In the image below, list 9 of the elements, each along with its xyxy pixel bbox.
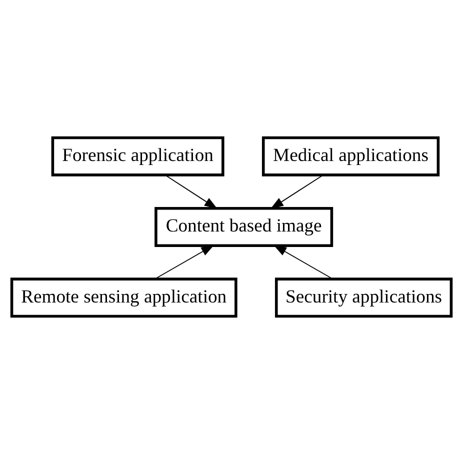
node-box: Forensic application (51, 136, 224, 176)
arrow (274, 244, 334, 279)
arrow (270, 174, 324, 208)
node-box: Remote sensing application (10, 277, 238, 318)
node-box: Security applications (274, 277, 453, 318)
arrow (154, 244, 214, 279)
node-box: Medical applications (262, 136, 440, 176)
node-box: Content based image (154, 206, 334, 246)
arrow (164, 174, 218, 208)
